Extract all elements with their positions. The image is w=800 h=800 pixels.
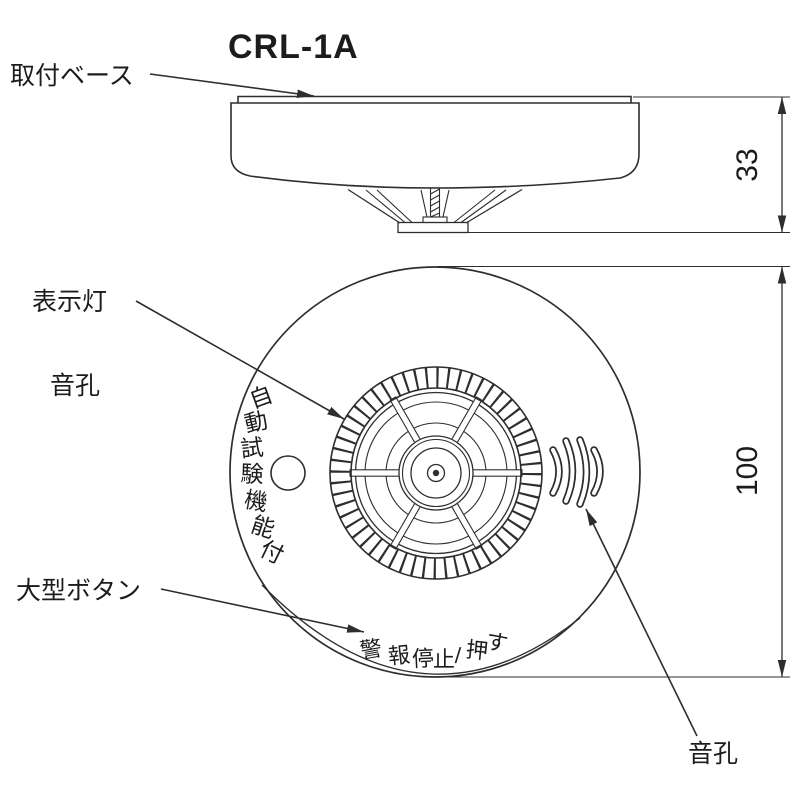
screw-hatch: [430, 188, 440, 218]
center-cap-circle: [426, 463, 446, 483]
sound-hole-slot-core: [564, 439, 575, 503]
mounting-base-leader: [149, 73, 315, 98]
mounting-base-lip: [237, 95, 632, 103]
arc-char: 験: [240, 461, 264, 488]
large-button-leader: [160, 588, 365, 633]
wheel-spoke: [349, 469, 403, 477]
dimension-100: 100: [437, 265, 790, 678]
sound-hole-slot-core: [578, 438, 589, 506]
button-label-arc-text: 警 報 停 止 / 押 す: [358, 628, 510, 672]
foot-left-inner-lines: [365, 189, 413, 223]
btn-char: 止: [433, 647, 455, 672]
face-outline-circle: [229, 266, 641, 678]
sound-holes: [549, 436, 604, 508]
dimension-33: 33: [468, 96, 790, 234]
arc-char: 動: [242, 407, 270, 438]
gear-outer-circle: [329, 366, 543, 580]
btn-char: 停: [411, 645, 434, 671]
center-dot: [432, 469, 440, 477]
foot-base-block: [397, 221, 469, 234]
large-button-label: 大型ボタン: [16, 577, 141, 605]
foot-left-slant: [347, 188, 401, 224]
sound-hole-bottom-leader: [585, 508, 698, 737]
button-arc: [261, 584, 581, 675]
page-title: CRL-1A: [228, 28, 359, 66]
auto-test-arc-text: 自 動 試 験 機 能 付: [239, 381, 288, 569]
front-view: 自 動 試 験 機 能 付 警 報 停 止 / 押 す: [229, 266, 641, 678]
side-body-outline: [230, 102, 640, 189]
test-lamp-circle: [270, 455, 306, 491]
wheel-spoke: [469, 469, 523, 477]
btn-char: 警: [358, 635, 384, 663]
indicator-label: 表示灯: [32, 288, 107, 316]
sound-hole-left-label: 音孔: [50, 372, 100, 400]
dim33-value: 33: [731, 148, 764, 181]
foot-right-inner-lines: [453, 189, 507, 223]
hub-inner-circle: [410, 447, 462, 499]
screw-shaft: [429, 187, 441, 218]
foot-funnel-lines: [420, 189, 450, 218]
hub: [398, 435, 474, 511]
btn-char: /: [454, 643, 462, 668]
arc-char: 付: [256, 535, 288, 568]
sound-hole-slot-core: [551, 448, 561, 495]
btn-char: す: [484, 628, 510, 657]
arc-char: 機: [242, 486, 269, 516]
wheel-spokes: [349, 396, 523, 550]
btn-char: 報: [387, 642, 412, 669]
hub-ring-circle: [401, 438, 471, 508]
foot-right-slant: [465, 188, 523, 224]
dim100-value: 100: [731, 446, 764, 496]
mounting-base-label: 取付ベース: [10, 62, 134, 90]
screw-flange: [422, 216, 448, 224]
gear-tick-ring: [330, 367, 542, 579]
side-view: [230, 95, 640, 234]
side-foot: [347, 187, 523, 234]
btn-char: 押: [465, 637, 490, 664]
sound-hole-bottom-label: 音孔: [688, 740, 738, 768]
indicator-leader: [135, 300, 345, 420]
sound-hole-slot-core: [592, 448, 602, 495]
arc-char: 試: [239, 434, 265, 462]
center-wheel: [329, 366, 543, 580]
